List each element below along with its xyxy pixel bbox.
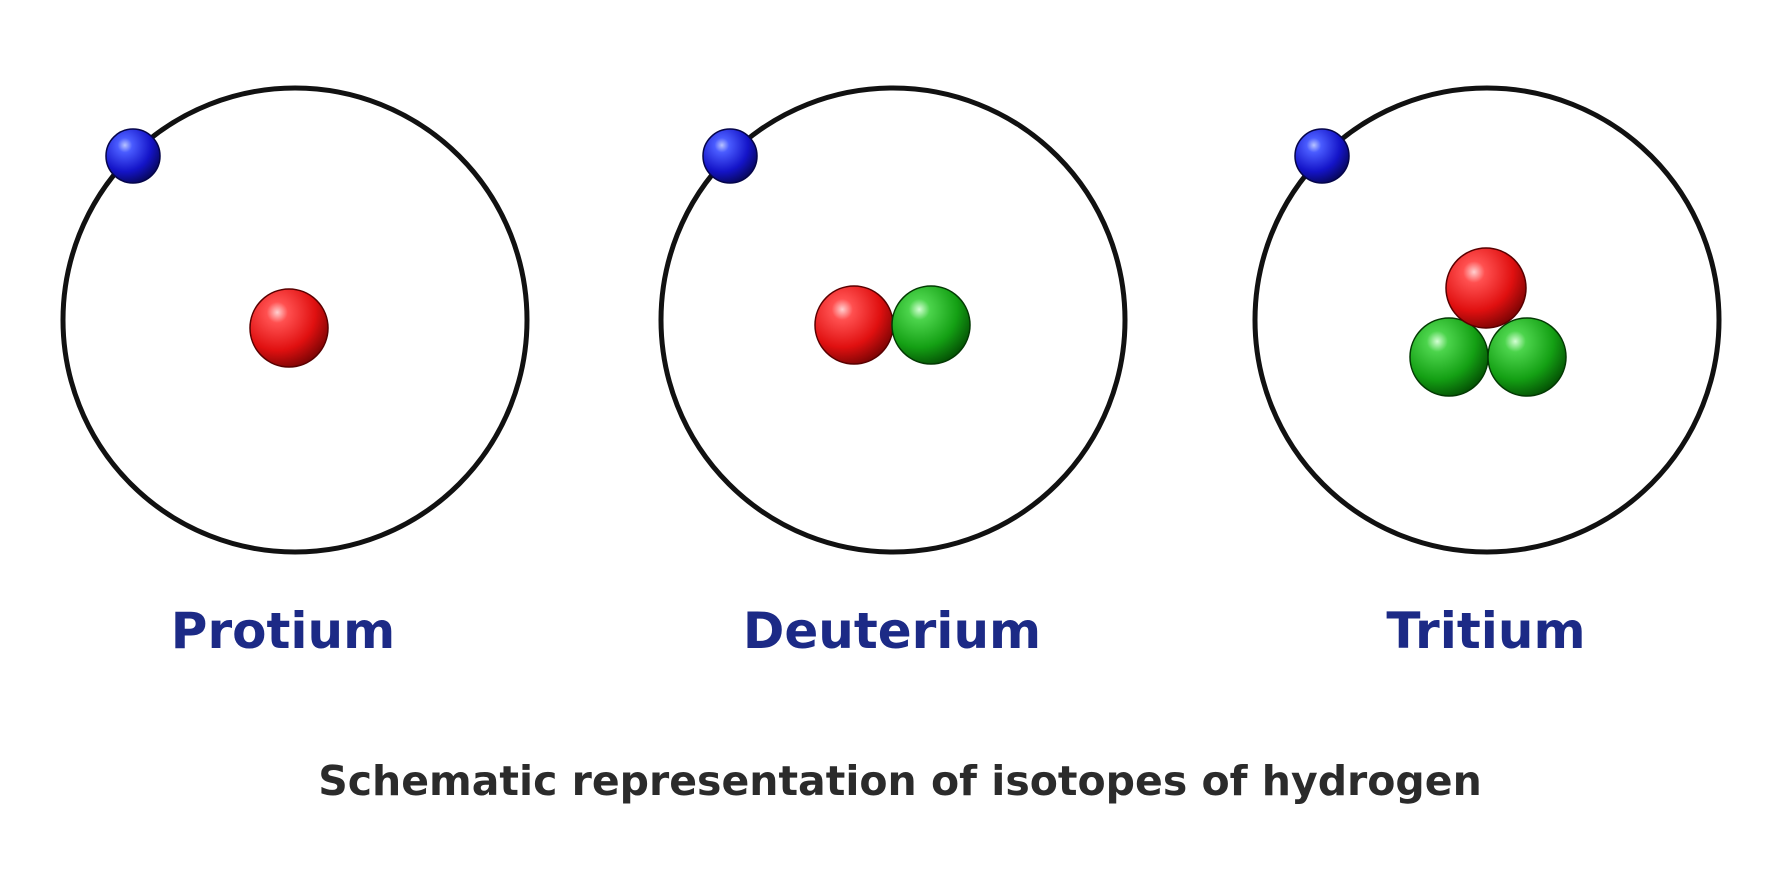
electron: [1294, 128, 1350, 184]
atom-label-deuterium: Deuterium: [743, 602, 1041, 660]
electron-orbit: [60, 85, 530, 555]
neutron: [1409, 317, 1489, 397]
proton: [814, 285, 894, 365]
electron-orbit: [1252, 85, 1722, 555]
neutron: [1487, 317, 1567, 397]
atom-protium: Protium: [60, 85, 530, 660]
atom-deuterium: Deuterium: [658, 85, 1128, 660]
atom-tritium: Tritium: [1252, 85, 1722, 660]
neutron: [891, 285, 971, 365]
diagram-caption: Schematic representation of isotopes of …: [318, 757, 1482, 805]
electron: [105, 128, 161, 184]
electron: [702, 128, 758, 184]
electron-orbit: [658, 85, 1128, 555]
proton: [1445, 247, 1527, 329]
atom-label-tritium: Tritium: [1386, 602, 1585, 660]
proton: [249, 288, 329, 368]
atom-label-protium: Protium: [171, 602, 395, 660]
